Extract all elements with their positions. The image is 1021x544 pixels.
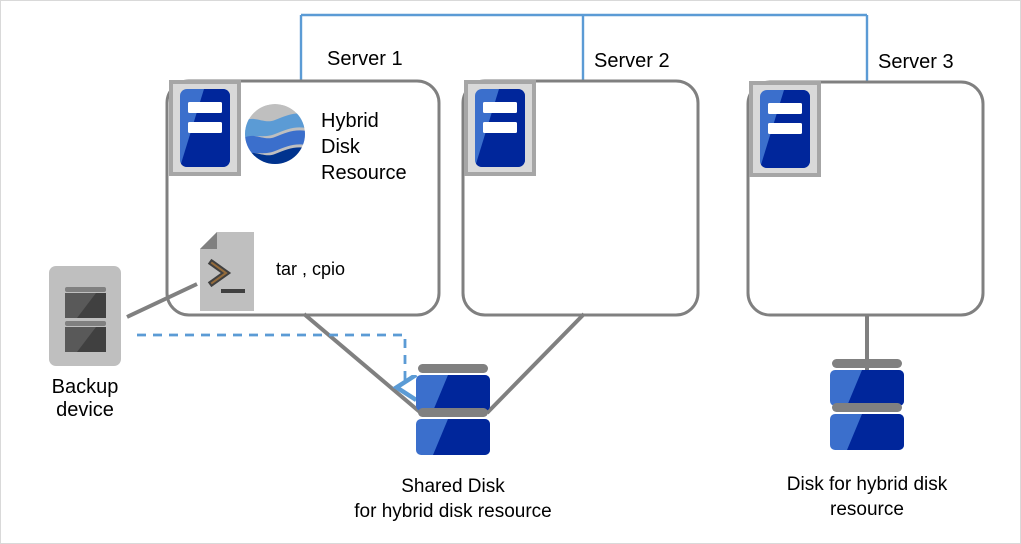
server3-disk-caption-line2: resource — [830, 499, 904, 520]
server-3-label: Server 3 — [878, 51, 954, 73]
server-2-label: Server 2 — [594, 50, 670, 72]
hybrid-disk-resource-label-line1: Hybrid — [321, 110, 379, 132]
backup-flow-arrow — [137, 333, 405, 386]
hybrid-disk-resource-label-line3: Resource — [321, 162, 407, 184]
server3-disk-caption-line1: Disk for hybrid disk — [786, 474, 948, 495]
network-interconnect — [299, 13, 869, 82]
hybrid-disk-resource-label-line2: Disk — [321, 136, 360, 158]
server-icon-2 — [464, 80, 536, 176]
disk-icon — [830, 359, 904, 450]
backup-device-label-line1: Backup — [51, 376, 119, 398]
server-icon-1 — [169, 80, 241, 176]
server-1-label: Server 1 — [327, 48, 403, 70]
script-document-icon — [200, 232, 254, 311]
shared-disk-icon — [416, 364, 490, 455]
server-icon-3 — [749, 81, 821, 177]
backup-device-icon — [49, 266, 121, 366]
shared-disk-caption-line2: for hybrid disk resource — [354, 501, 552, 522]
shared-disk-caption-line1: Shared Disk — [401, 476, 505, 497]
backup-device-label-line2: device — [56, 399, 114, 421]
script-label: tar , cpio — [276, 259, 346, 279]
